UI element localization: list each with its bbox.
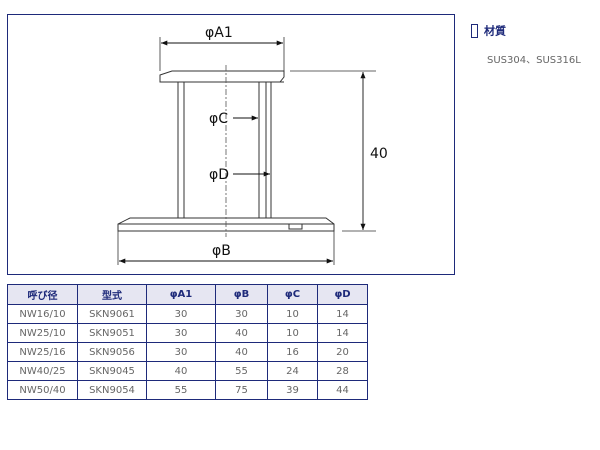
- dimension-b: [117, 231, 335, 265]
- header-nominal-size: 呼び径: [7, 284, 78, 305]
- label-b: φB: [212, 243, 231, 259]
- cell-d: 28: [317, 361, 368, 381]
- label-a1: φA1: [205, 25, 233, 41]
- cell-a1: 30: [146, 342, 216, 362]
- cell-nominal-size: NW16/10: [7, 304, 78, 324]
- cell-nominal-size: NW25/16: [7, 342, 78, 362]
- cell-c: 16: [267, 342, 318, 362]
- cell-b: 55: [215, 361, 268, 381]
- header-model: 型式: [77, 284, 147, 305]
- cell-model: SKN9054: [77, 380, 147, 400]
- table-row: NW25/16 SKN9056 30 40 16 20: [7, 342, 368, 362]
- cell-nominal-size: NW25/10: [7, 323, 78, 343]
- section-marker-icon: [471, 23, 478, 38]
- cell-a1: 30: [146, 323, 216, 343]
- cell-c: 10: [267, 323, 318, 343]
- cell-d: 14: [317, 304, 368, 324]
- cell-nominal-size: NW40/25: [7, 361, 78, 381]
- cell-c: 10: [267, 304, 318, 324]
- cell-b: 75: [215, 380, 268, 400]
- cell-a1: 40: [146, 361, 216, 381]
- material-value: SUS304、SUS316L: [487, 55, 581, 66]
- table-row: NW25/10 SKN9051 30 40 10 14: [7, 323, 368, 343]
- material-section: 材質 SUS304、SUS316L: [471, 20, 596, 66]
- cell-model: SKN9051: [77, 323, 147, 343]
- header-a1: φA1: [146, 284, 216, 305]
- cell-b: 30: [215, 304, 268, 324]
- header-c: φC: [267, 284, 318, 305]
- cell-b: 40: [215, 323, 268, 343]
- cell-a1: 55: [146, 380, 216, 400]
- cell-c: 39: [267, 380, 318, 400]
- label-d: φD: [209, 167, 229, 183]
- label-c: φC: [209, 111, 228, 127]
- cell-c: 24: [267, 361, 318, 381]
- material-title: 材質: [484, 24, 506, 38]
- dimension-a1: [159, 37, 285, 71]
- cell-nominal-size: NW50/40: [7, 380, 78, 400]
- technical-drawing: φA1 φC φD φB 40: [7, 14, 455, 275]
- spec-table: 呼び径 型式 φA1 φB φC φD NW16/10 SKN9061 30 3…: [7, 284, 368, 400]
- cell-d: 20: [317, 342, 368, 362]
- header-d: φD: [317, 284, 368, 305]
- label-height: 40: [370, 146, 388, 162]
- cell-model: SKN9056: [77, 342, 147, 362]
- cell-b: 40: [215, 342, 268, 362]
- cell-model: SKN9061: [77, 304, 147, 324]
- dimension-height: [290, 70, 376, 232]
- cell-a1: 30: [146, 304, 216, 324]
- table-row: NW16/10 SKN9061 30 30 10 14: [7, 304, 368, 324]
- reducer-diagram: φA1 φC φD φB 40: [117, 25, 388, 265]
- table-row: NW50/40 SKN9054 55 75 39 44: [7, 380, 368, 400]
- header-b: φB: [215, 284, 268, 305]
- table-row: NW40/25 SKN9045 40 55 24 28: [7, 361, 368, 381]
- cell-model: SKN9045: [77, 361, 147, 381]
- cell-d: 44: [317, 380, 368, 400]
- table-header-row: 呼び径 型式 φA1 φB φC φD: [7, 284, 368, 305]
- cell-d: 14: [317, 323, 368, 343]
